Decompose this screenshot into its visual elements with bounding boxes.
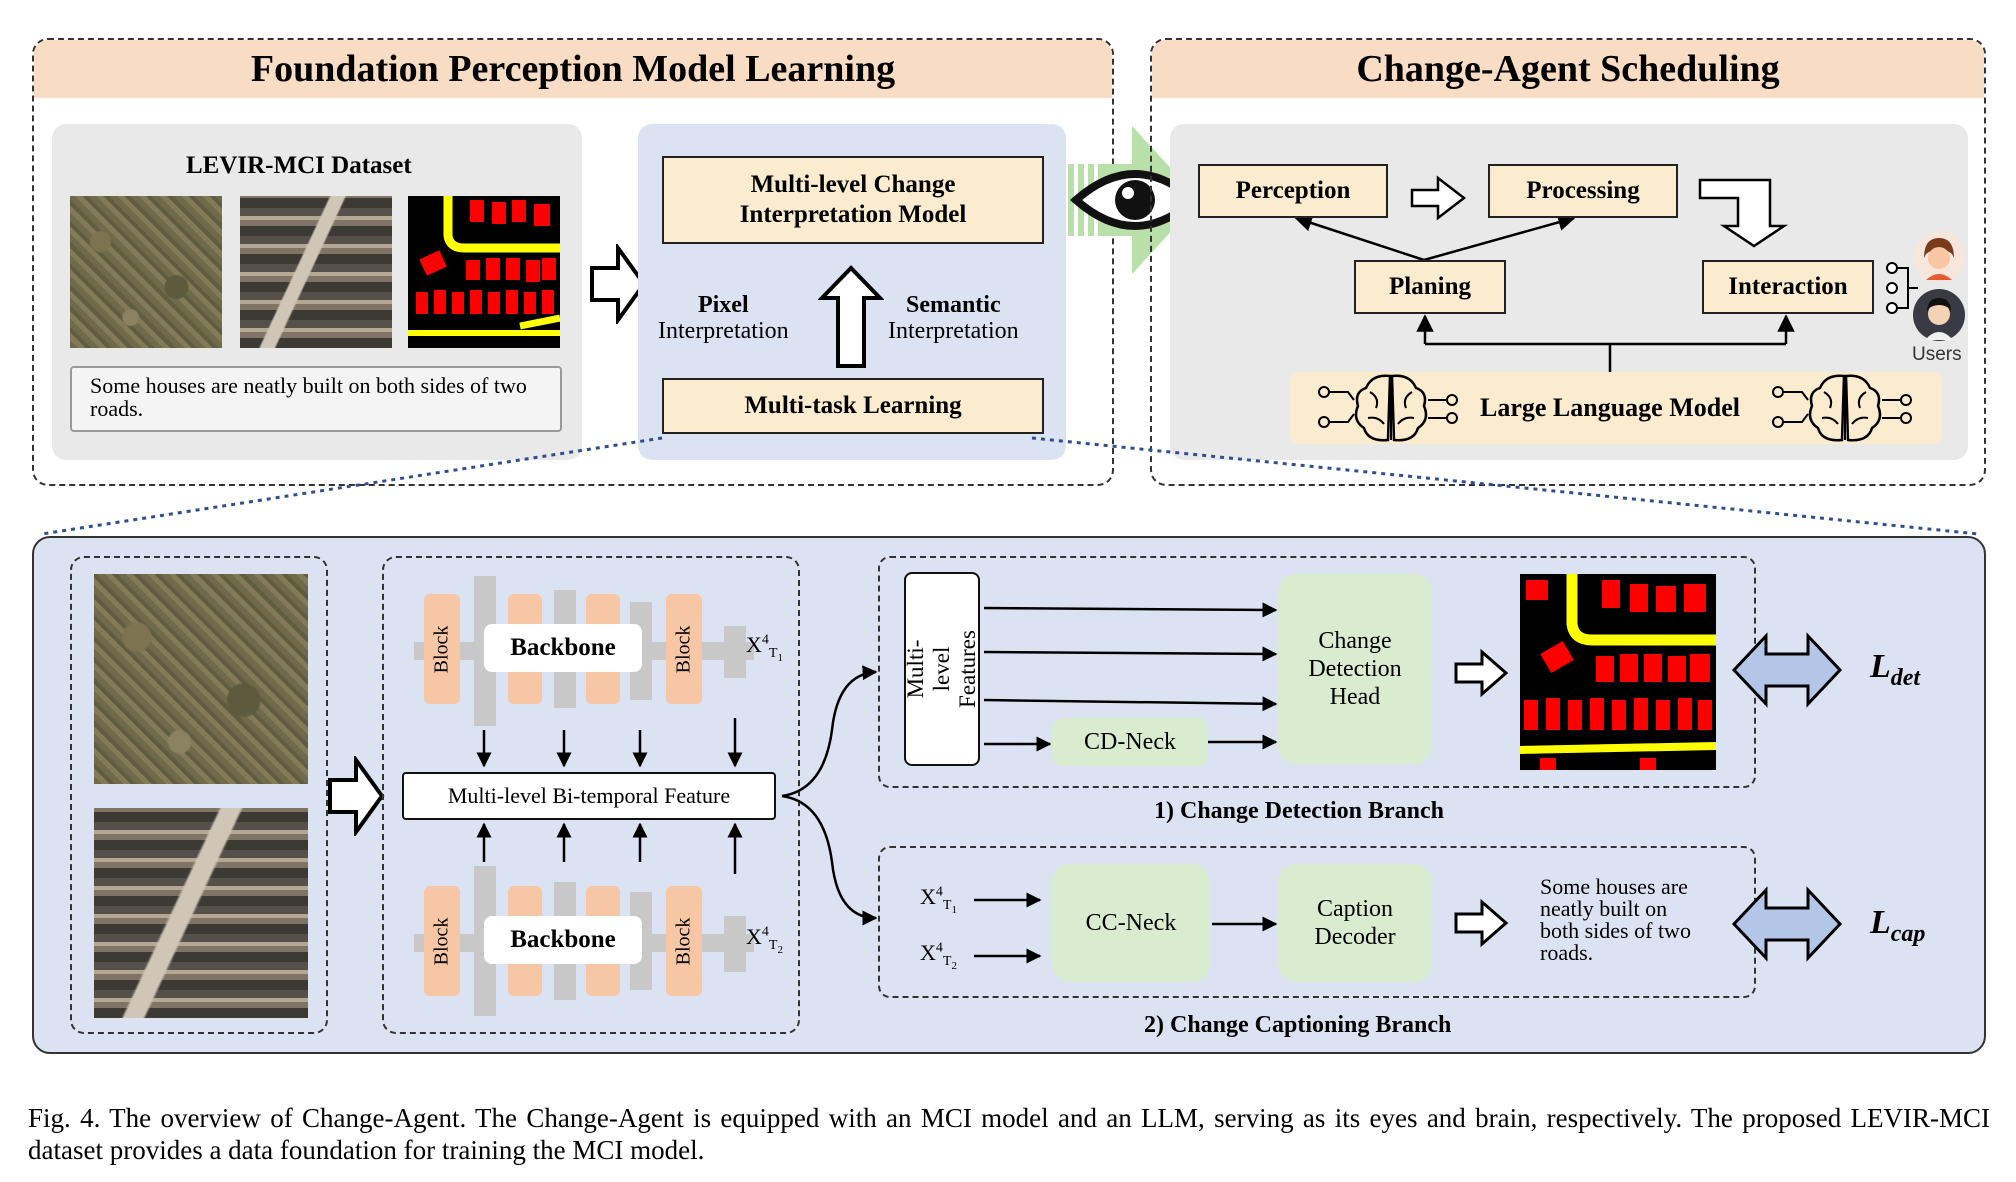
input-images-box (70, 556, 328, 1034)
brain-icon-left (1318, 374, 1458, 442)
change-mask-image (408, 196, 560, 348)
backbone-bottom-label: Backbone (510, 926, 616, 953)
block-top-left (424, 594, 460, 704)
backbone-arrows (476, 718, 743, 874)
block-top-right-label: Block (672, 625, 695, 673)
cd-output-arrow (1454, 648, 1509, 698)
perception-box: Perception (1198, 164, 1388, 218)
input-image-t1 (94, 574, 308, 784)
dataset-label: LEVIR-MCI Dataset (186, 152, 412, 179)
loss-det-double-arrow (1731, 632, 1843, 708)
cd-arrows (983, 602, 1278, 752)
dataset-to-model-arrow (590, 244, 647, 324)
upward-arrow (818, 265, 884, 368)
loss-cap-double-arrow (1731, 886, 1843, 962)
backbone-top-label: Backbone (510, 634, 616, 661)
brain-icon-right (1772, 374, 1912, 442)
scheduling-connectors (1294, 175, 1918, 376)
block-bottom-left (424, 886, 460, 996)
cd-branch-label: 1) Change Detection Branch (1154, 798, 1444, 824)
images-to-backbone-arrow (328, 756, 385, 836)
caption-example-text: Some houses are neatly built on both sid… (90, 373, 527, 421)
bitemporal-feature-box: Multi-level Bi-temporal Feature (402, 772, 776, 820)
zoom-dotted-lines (41, 436, 1979, 536)
backbone-box (382, 556, 800, 1034)
loss-det-label: Ldet (1870, 648, 1921, 691)
satellite-image-t1 (70, 196, 222, 348)
semantic-label: Semantic Interpretation (888, 292, 1019, 344)
block-bottom-right (666, 886, 702, 996)
mci-model-label: Multi-level Change Interpretation Model (739, 171, 967, 228)
semantic-bold: Semantic (905, 292, 1001, 318)
perception-label: Perception (1235, 177, 1351, 204)
multilevel-features-label: Multi-level Features (903, 630, 981, 708)
cc-output-arrow (1454, 898, 1509, 948)
x-t1-label: X4T1 (746, 632, 783, 665)
cc-neck-box: CC-Neck (1052, 864, 1210, 982)
cc-neck-label: CC-Neck (1085, 909, 1177, 936)
block-bottom-right-label: Block (672, 917, 695, 965)
feature-bar-8 (724, 916, 746, 972)
processing-box: Processing (1488, 164, 1678, 218)
multitask-label: Multi-task Learning (744, 392, 962, 419)
cd-head-label: Change Detection Head (1308, 628, 1402, 710)
pixel-sub: Interpretation (658, 318, 789, 344)
semantic-sub: Interpretation (888, 318, 1019, 344)
planing-box: Planing (1354, 260, 1506, 314)
users-label: Users (1912, 344, 1962, 365)
mci-model-box: Multi-level Change Interpretation Model (662, 156, 1044, 244)
interaction-label: Interaction (1728, 273, 1848, 300)
caption-example-box: Some houses are neatly built on both sid… (70, 366, 562, 432)
pixel-label: Pixel Interpretation (658, 292, 789, 344)
user-male-icon (1913, 289, 1965, 341)
dataset-box: LEVIR-MCI Dataset Some houses are neat (52, 124, 582, 460)
satellite-image-t2 (240, 196, 392, 348)
multilevel-features-box (904, 572, 980, 766)
cd-output-mask (1520, 574, 1716, 770)
cc-arrows (974, 892, 1278, 964)
cd-neck-box: CD-Neck (1052, 718, 1208, 766)
figure-caption: Fig. 4. The overview of Change-Agent. Th… (28, 1103, 1990, 1165)
cd-neck-label: CD-Neck (1084, 728, 1176, 755)
cc-x-t1-label: X4T1 (920, 884, 957, 917)
cc-branch-label: 2) Change Captioning Branch (1144, 1012, 1452, 1038)
processing-label: Processing (1526, 177, 1640, 204)
branch-arrows (781, 665, 878, 926)
scheduling-panel-title: Change-Agent Scheduling (1152, 40, 1984, 98)
user-female-icon (1913, 231, 1965, 283)
caption-decoder-box: Caption Decoder (1278, 864, 1432, 982)
cd-head-box: Change Detection Head (1278, 574, 1432, 764)
interaction-box: Interaction (1702, 260, 1874, 314)
x-t2-label: X4T2 (746, 924, 783, 957)
backbone-top: Backbone (484, 624, 642, 672)
backbone-bottom: Backbone (484, 916, 642, 964)
bitemporal-label: Multi-level Bi-temporal Feature (447, 783, 731, 808)
loss-cap-label: Lcap (1870, 904, 1926, 947)
caption-output-text: Some houses are neatly built on both sid… (1540, 874, 1691, 965)
caption-decoder-label: Caption Decoder (1314, 896, 1396, 950)
input-image-t2 (94, 808, 308, 1018)
feature-bar-4 (724, 626, 746, 678)
foundation-panel-title: Foundation Perception Model Learning (34, 40, 1112, 98)
planing-label: Planing (1389, 273, 1471, 300)
model-box: Multi-level Change Interpretation Model … (638, 124, 1066, 460)
block-top-left-label: Block (430, 625, 453, 673)
block-bottom-left-label: Block (430, 917, 453, 965)
block-top-right (666, 594, 702, 704)
pixel-bold: Pixel (697, 292, 749, 318)
cc-x-t2-label: X4T2 (920, 940, 957, 973)
llm-label: Large Language Model (1480, 393, 1740, 422)
multitask-box: Multi-task Learning (662, 378, 1044, 434)
foundation-panel: Foundation Perception Model Learning LEV… (32, 38, 1114, 486)
